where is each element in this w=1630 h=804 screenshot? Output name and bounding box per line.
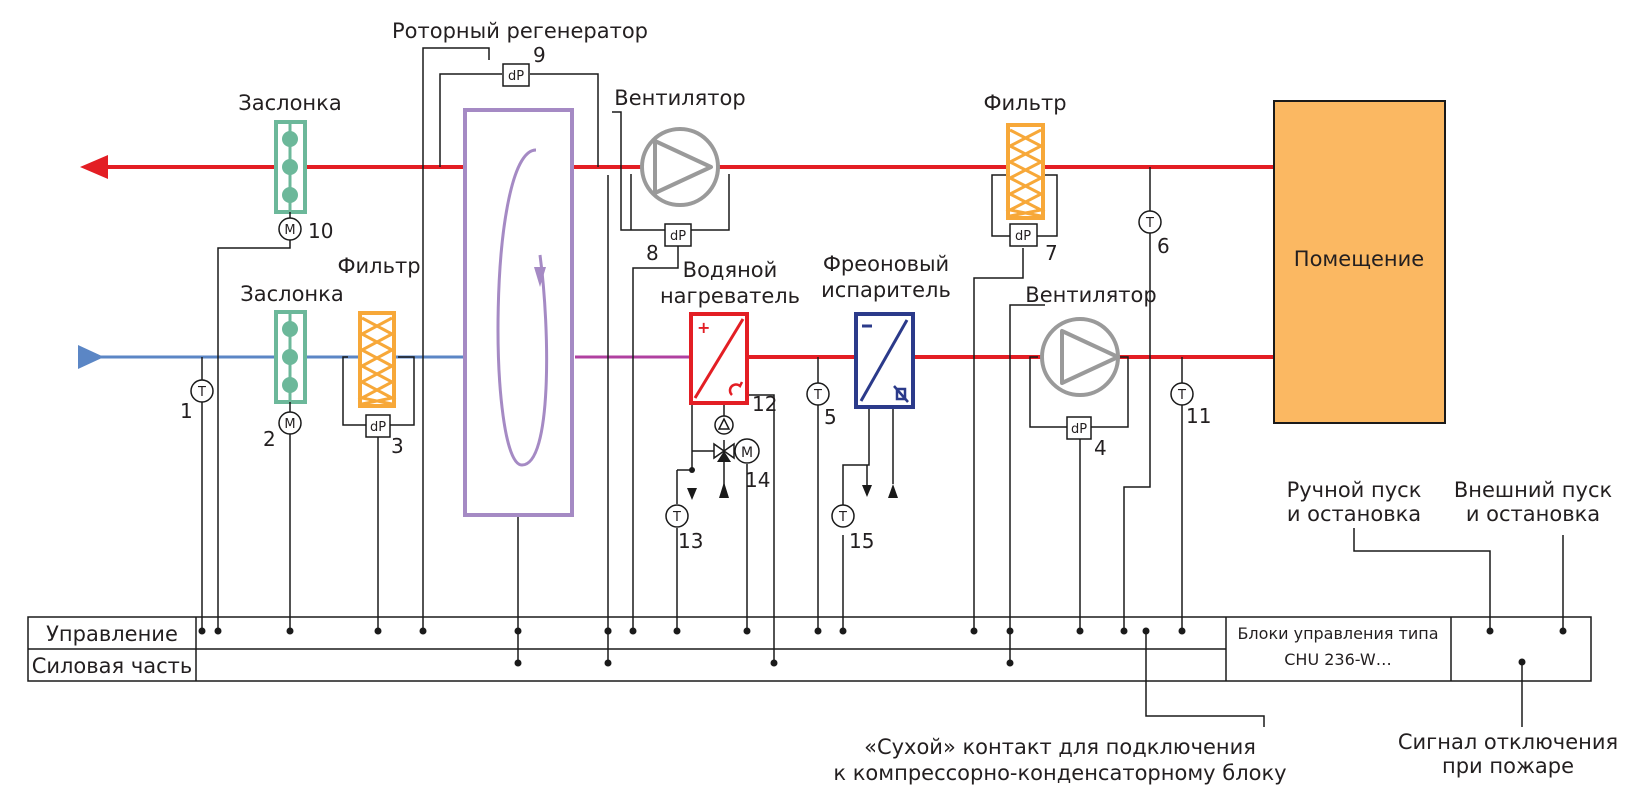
number-10: 10 xyxy=(308,219,333,243)
control-row-label: Управление xyxy=(46,622,178,646)
filter-left-label: Фильтр xyxy=(337,254,420,278)
damper-top-label: Заслонка xyxy=(238,91,341,115)
dry-contact-label-2: к компрессорно-конденсаторному блоку xyxy=(833,761,1286,785)
pump-symbol xyxy=(714,415,734,435)
number-11: 11 xyxy=(1186,404,1211,428)
filter-top-label: Фильтр xyxy=(983,91,1066,115)
freon-label-2: испаритель xyxy=(821,278,951,302)
number-9: 9 xyxy=(533,43,546,67)
damper-motor-10: M xyxy=(278,217,302,241)
svg-text:T: T xyxy=(1145,216,1154,231)
svg-text:M: M xyxy=(741,445,753,461)
fan-bottom-label: Вентилятор xyxy=(1025,283,1156,307)
dp-sensor-3: dP xyxy=(365,414,391,438)
manual-start-label-2: и остановка xyxy=(1287,502,1421,526)
exhaust-outlet-arrow xyxy=(80,155,108,179)
control-wiring xyxy=(201,47,1564,727)
water-heater: + xyxy=(689,312,749,405)
number-12: 12 xyxy=(752,392,777,416)
number-4: 4 xyxy=(1094,436,1107,460)
fan-bottom xyxy=(1040,317,1120,397)
dp-sensor-9: dP xyxy=(502,63,530,87)
water-heater-label-2: нагреватель xyxy=(660,284,800,308)
blocks-label-1: Блоки управления типа xyxy=(1237,624,1438,643)
svg-text:dP: dP xyxy=(670,229,686,244)
room-label: Помещение xyxy=(1294,247,1424,271)
control-table: Управление Силовая часть Блоки управлени… xyxy=(27,616,1592,682)
manual-start-label-1: Ручной пуск xyxy=(1287,478,1422,502)
number-5: 5 xyxy=(824,405,837,429)
temp-sensor-15: T xyxy=(831,504,855,528)
number-8: 8 xyxy=(646,241,659,265)
damper-top xyxy=(274,120,307,214)
component-labels: Роторный регенератор Заслонка Вентилятор… xyxy=(238,19,1618,785)
blocks-label-2: CHU 236-W… xyxy=(1284,650,1391,669)
number-3: 3 xyxy=(391,434,404,458)
number-1: 1 xyxy=(180,399,193,423)
svg-text:T: T xyxy=(813,388,822,403)
fire-signal-label-1: Сигнал отключения xyxy=(1398,730,1618,754)
number-2: 2 xyxy=(263,427,276,451)
number-14: 14 xyxy=(745,468,770,492)
filter-top xyxy=(1005,123,1046,220)
dp-sensor-4: dP xyxy=(1066,416,1092,440)
temp-sensor-13: T xyxy=(665,504,689,528)
temp-sensor-5: T xyxy=(806,382,830,406)
number-13: 13 xyxy=(678,529,703,553)
room: Помещение xyxy=(1273,100,1446,424)
svg-text:+: + xyxy=(697,318,710,337)
freon-label-1: Фреоновый xyxy=(823,252,949,276)
svg-text:T: T xyxy=(1177,388,1186,403)
fan-top xyxy=(640,127,720,207)
svg-text:dP: dP xyxy=(1015,229,1031,244)
water-heater-label-1: Водяной xyxy=(683,258,778,282)
svg-text:T: T xyxy=(838,510,847,525)
damper-bottom-label: Заслонка xyxy=(240,282,343,306)
external-start-label-2: и остановка xyxy=(1466,502,1600,526)
temp-sensor-1: T xyxy=(190,379,214,403)
component-numbers: 1 2 3 4 5 6 7 8 9 10 11 12 13 14 15 xyxy=(180,43,1211,553)
dry-contact-label-1: «Сухой» контакт для подключения xyxy=(864,735,1256,759)
damper-motor-2: M xyxy=(278,411,302,435)
external-start-label-1: Внешний пуск xyxy=(1454,478,1612,502)
number-7: 7 xyxy=(1045,241,1058,265)
fire-signal-label-2: при пожаре xyxy=(1442,754,1574,778)
svg-text:dP: dP xyxy=(508,69,524,84)
fan-top-label: Вентилятор xyxy=(614,86,745,110)
junction-dots xyxy=(198,467,1567,667)
number-6: 6 xyxy=(1157,234,1170,258)
filter-left xyxy=(357,311,397,408)
svg-text:T: T xyxy=(197,385,206,400)
rotary-regenerator xyxy=(463,108,574,517)
dp-sensor-7: dP xyxy=(1009,223,1038,247)
power-row-label: Силовая часть xyxy=(32,654,193,678)
svg-text:T: T xyxy=(672,510,681,525)
temp-sensor-11: T xyxy=(1170,382,1194,406)
number-15: 15 xyxy=(849,529,874,553)
damper-bottom xyxy=(274,310,307,404)
rotary-regenerator-label: Роторный регенератор xyxy=(392,19,648,43)
temp-sensor-6: T xyxy=(1138,210,1162,234)
valve-symbol xyxy=(692,442,735,462)
svg-text:M: M xyxy=(284,417,295,432)
valve-motor: M xyxy=(734,438,760,464)
svg-text:dP: dP xyxy=(1071,422,1087,437)
svg-text:dP: dP xyxy=(370,420,386,435)
outdoor-air-inlet-arrow xyxy=(78,345,104,369)
freon-evaporator xyxy=(854,312,915,409)
svg-text:M: M xyxy=(284,223,295,238)
dp-sensor-8: dP xyxy=(664,223,692,247)
